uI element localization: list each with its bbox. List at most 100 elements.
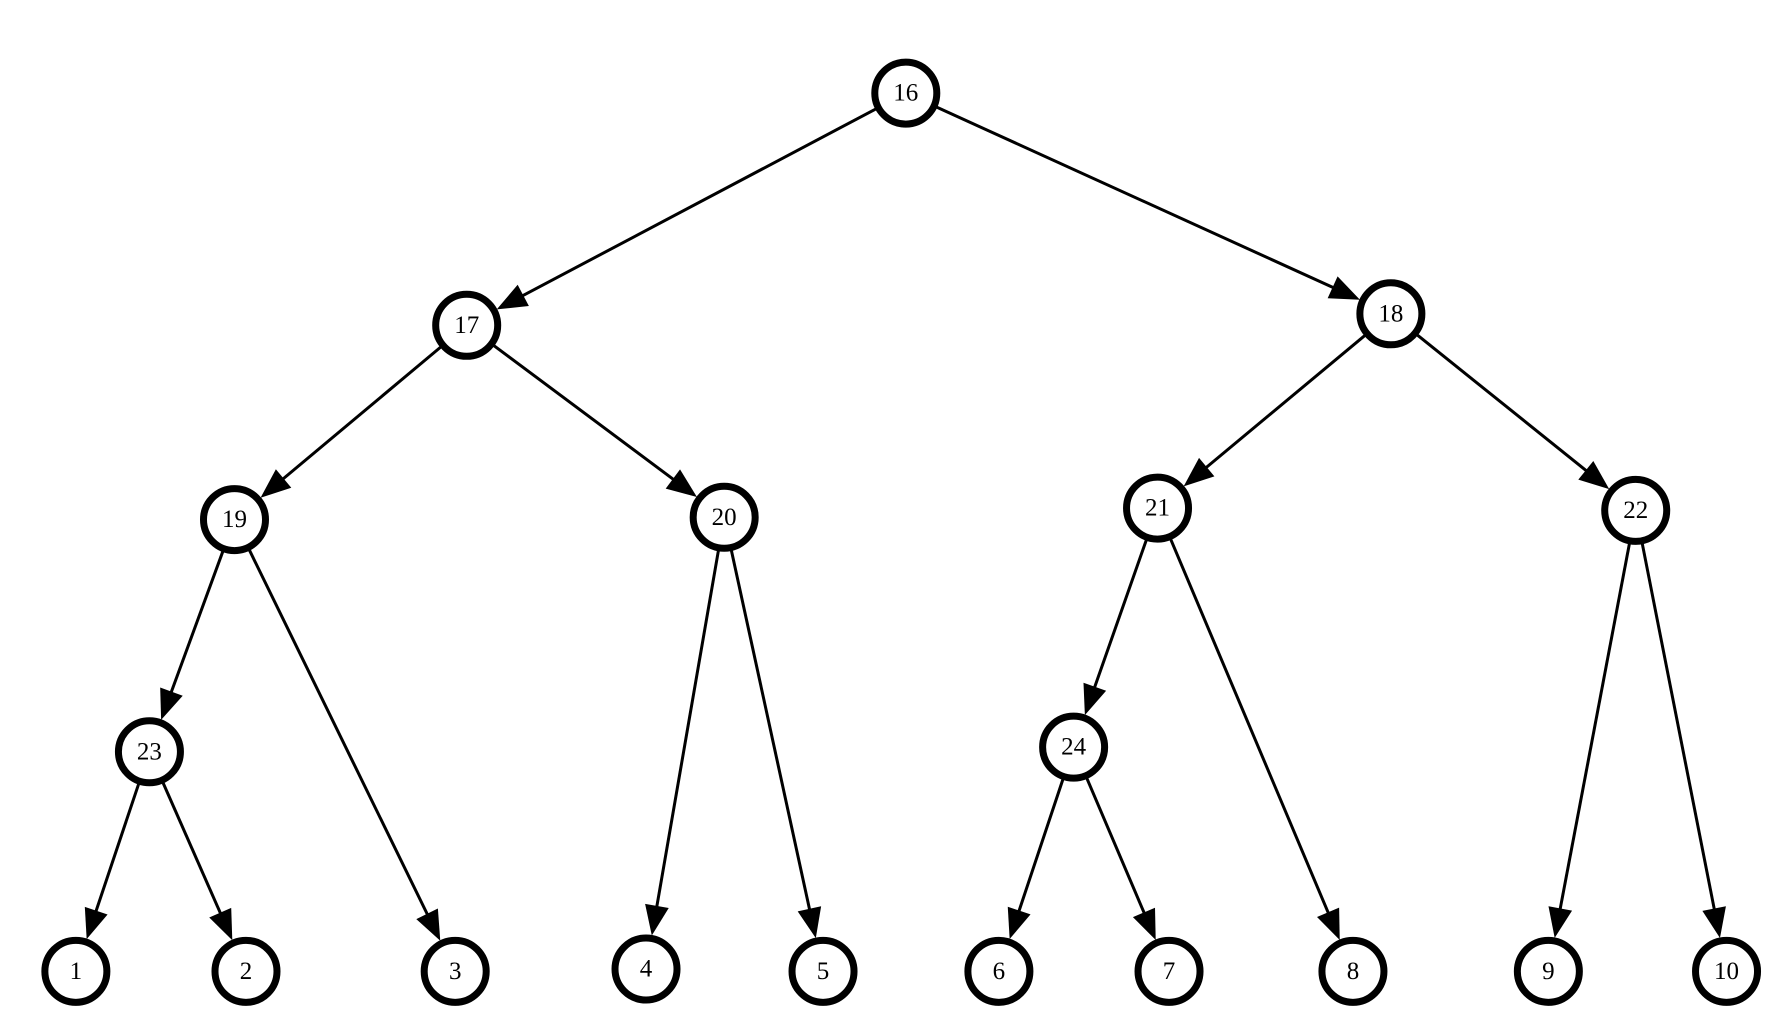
node-21: 21 bbox=[1123, 473, 1193, 543]
edge-line bbox=[94, 782, 141, 914]
arrowhead-icon bbox=[260, 469, 292, 498]
node-1: 1 bbox=[41, 936, 111, 1006]
edge-line bbox=[281, 345, 443, 481]
edge-19-23 bbox=[160, 550, 225, 720]
node-label: 9 bbox=[1542, 958, 1555, 985]
node-3: 3 bbox=[420, 936, 490, 1006]
edge-18-21 bbox=[1183, 333, 1367, 487]
arrowhead-icon bbox=[1083, 682, 1107, 716]
edge-line bbox=[1640, 542, 1717, 911]
node-circle bbox=[964, 936, 1034, 1006]
arrowhead-icon bbox=[84, 906, 108, 940]
edge-line bbox=[492, 343, 676, 482]
edge-line bbox=[655, 549, 721, 909]
edge-17-19 bbox=[260, 345, 443, 498]
edge-20-5 bbox=[729, 549, 822, 939]
node-circle bbox=[1356, 279, 1426, 349]
node-label: 20 bbox=[712, 504, 737, 531]
node-label: 5 bbox=[817, 958, 830, 985]
node-label: 24 bbox=[1061, 734, 1087, 761]
node-label: 18 bbox=[1378, 300, 1403, 327]
node-6: 6 bbox=[964, 936, 1034, 1006]
node-circle bbox=[1134, 936, 1204, 1006]
node-circle bbox=[871, 58, 941, 128]
edge-24-6 bbox=[1007, 777, 1065, 940]
arrowhead-icon bbox=[416, 908, 441, 941]
node-label: 19 bbox=[222, 506, 247, 533]
node-label: 2 bbox=[240, 958, 253, 985]
node-circle bbox=[1318, 936, 1388, 1006]
node-label: 17 bbox=[454, 312, 479, 339]
edge-line bbox=[1168, 537, 1331, 915]
arrowhead-icon bbox=[1007, 906, 1031, 940]
node-label: 6 bbox=[993, 958, 1006, 985]
node-circle bbox=[211, 936, 281, 1006]
edge-24-7 bbox=[1085, 776, 1156, 941]
edge-16-17 bbox=[496, 107, 878, 310]
arrowhead-icon bbox=[496, 284, 529, 310]
edge-line bbox=[1415, 333, 1589, 473]
node-circle bbox=[1601, 475, 1671, 545]
arrowhead-icon bbox=[1327, 276, 1360, 300]
arrowhead-icon bbox=[209, 907, 233, 941]
edge-21-24 bbox=[1083, 538, 1149, 716]
node-8: 8 bbox=[1318, 936, 1388, 1006]
node-circle bbox=[788, 936, 858, 1006]
arrowhead-icon bbox=[1132, 907, 1156, 941]
edge-line bbox=[729, 549, 812, 912]
node-2: 2 bbox=[211, 936, 281, 1006]
node-circle bbox=[1123, 473, 1193, 543]
node-4: 4 bbox=[611, 934, 681, 1004]
arrowhead-icon bbox=[1183, 457, 1215, 487]
node-circle bbox=[1039, 712, 1109, 782]
node-label: 4 bbox=[640, 956, 653, 983]
arrowhead-icon bbox=[797, 906, 822, 939]
node-9: 9 bbox=[1513, 936, 1583, 1006]
edge-line bbox=[520, 107, 878, 298]
node-label: 16 bbox=[893, 80, 918, 107]
arrowhead-icon bbox=[645, 903, 669, 936]
edge-20-4 bbox=[645, 549, 721, 936]
edge-22-9 bbox=[1548, 542, 1632, 938]
edge-21-8 bbox=[1168, 537, 1340, 940]
node-label: 7 bbox=[1163, 958, 1176, 985]
edge-line bbox=[1092, 538, 1149, 690]
arrowhead-icon bbox=[1702, 906, 1726, 938]
node-5: 5 bbox=[788, 936, 858, 1006]
edge-line bbox=[169, 550, 225, 695]
node-label: 22 bbox=[1623, 497, 1648, 524]
node-circle bbox=[114, 717, 184, 787]
edge-line bbox=[1017, 777, 1065, 913]
node-24: 24 bbox=[1039, 712, 1109, 782]
node-label: 8 bbox=[1347, 958, 1360, 985]
arrowhead-icon bbox=[1578, 460, 1610, 490]
edge-line bbox=[1204, 333, 1367, 470]
node-circle bbox=[689, 482, 759, 552]
node-label: 23 bbox=[137, 738, 162, 765]
node-circle bbox=[1692, 936, 1762, 1006]
edge-22-10 bbox=[1640, 542, 1726, 938]
node-label: 1 bbox=[70, 958, 83, 985]
edge-17-20 bbox=[492, 343, 697, 497]
node-20: 20 bbox=[689, 482, 759, 552]
edge-line bbox=[1558, 542, 1632, 911]
arrowhead-icon bbox=[1317, 907, 1340, 940]
edge-line bbox=[935, 105, 1336, 290]
edge-23-1 bbox=[84, 782, 141, 940]
arrowhead-icon bbox=[665, 469, 697, 497]
node-7: 7 bbox=[1134, 936, 1204, 1006]
node-circle bbox=[611, 934, 681, 1004]
node-22: 22 bbox=[1601, 475, 1671, 545]
node-23: 23 bbox=[114, 717, 184, 787]
node-label: 21 bbox=[1145, 495, 1170, 522]
arrowhead-icon bbox=[1548, 906, 1573, 938]
arrowhead-icon bbox=[160, 687, 183, 720]
node-label: 3 bbox=[449, 958, 462, 985]
edges-layer bbox=[84, 105, 1726, 941]
edge-line bbox=[1085, 776, 1147, 915]
node-10: 10 bbox=[1692, 936, 1762, 1006]
node-18: 18 bbox=[1356, 279, 1426, 349]
edge-16-18 bbox=[935, 105, 1360, 300]
